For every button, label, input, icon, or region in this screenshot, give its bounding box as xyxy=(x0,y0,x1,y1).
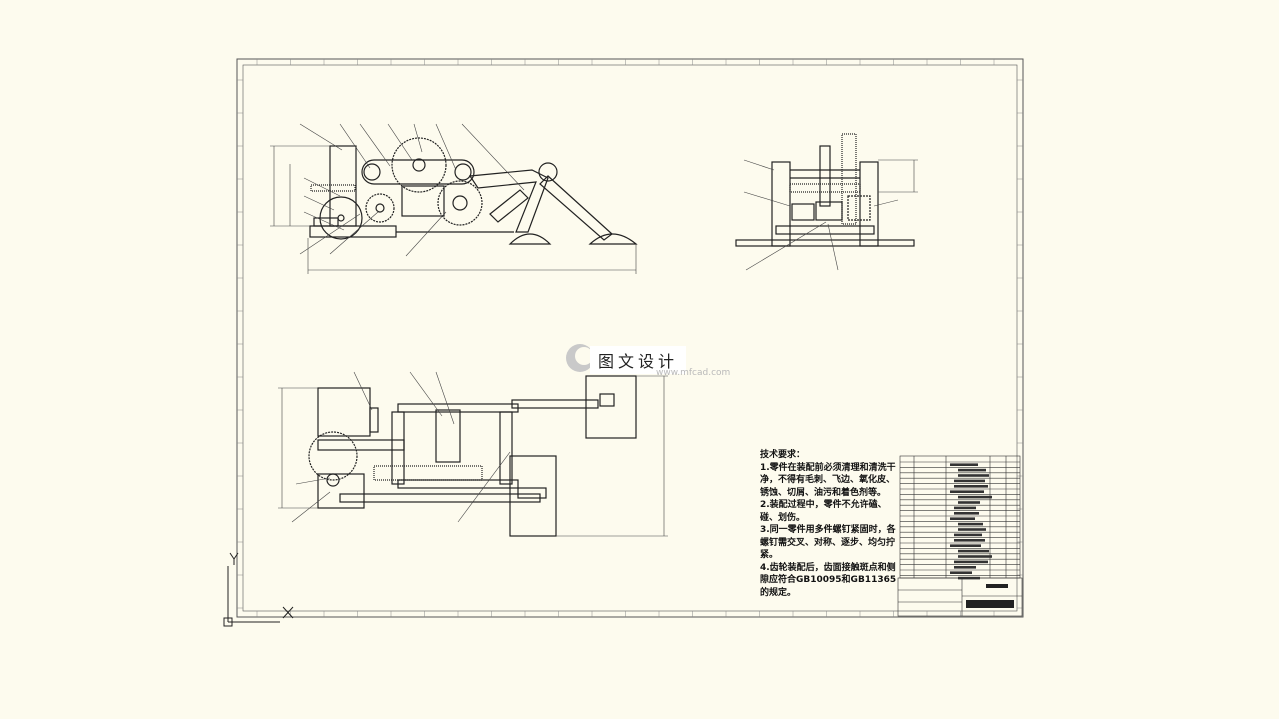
bom-cell-mark xyxy=(954,566,976,569)
note-item: 2.装配过程中，零件不允许磕、碰、划伤。 xyxy=(760,500,887,523)
top-view xyxy=(308,375,637,537)
bill-of-materials xyxy=(899,455,1021,580)
bom-cell-mark xyxy=(954,533,982,537)
drawing-frame xyxy=(236,58,1024,618)
note-item: 3.同一零件用多件螺钉紧固时，各螺钉需交叉、对称、逐步、均匀拧紧。 xyxy=(760,525,896,560)
ucs-axis-icon xyxy=(223,552,294,627)
bom-cell-mark xyxy=(954,485,988,488)
side-view-dimensions xyxy=(743,159,918,271)
watermark-url: www.mfcad.com xyxy=(656,368,731,378)
bom-cell-mark xyxy=(958,474,989,477)
title-block xyxy=(897,577,1023,617)
bom-cell-mark xyxy=(958,501,980,504)
watermark-badge: 图文设计 xyxy=(590,346,687,374)
frame-zone-ticks xyxy=(237,59,1023,617)
note-item: 1.零件在装配前必须清理和清洗干净，不得有毛刺、飞边、氧化皮、锈蚀、切屑、油污和… xyxy=(760,462,896,498)
bom-cell-mark xyxy=(958,522,983,526)
front-view xyxy=(309,137,638,245)
bom-cell-mark xyxy=(958,549,989,553)
bom-cell-mark xyxy=(950,490,984,493)
bom-cell-mark xyxy=(950,463,978,466)
bom-cell-mark xyxy=(950,517,975,520)
note-item: 4.齿轮装配后，齿面接触斑点和侧隙应符合GB10095和GB11365的规定。 xyxy=(760,562,897,598)
bom-cell-mark xyxy=(954,479,985,483)
bom-cell-mark xyxy=(950,544,981,547)
side-view xyxy=(735,133,915,247)
top-view-dimensions xyxy=(278,371,668,537)
notes-title: 技术要求： xyxy=(760,450,806,460)
bom-cell-mark xyxy=(954,512,979,515)
bom-cell-mark xyxy=(950,571,972,574)
bom-cell-mark xyxy=(958,495,992,499)
bom-cell-mark xyxy=(954,506,976,510)
bom-cell-mark xyxy=(958,468,986,472)
watermark: 图文设计 www.mfcad.com xyxy=(558,336,731,382)
bom-cell-mark xyxy=(958,555,992,558)
watermark-logo-icon xyxy=(566,344,594,372)
bom-cell-mark xyxy=(954,560,988,564)
front-view-dimensions xyxy=(270,123,637,274)
bom-cell-mark xyxy=(958,528,986,531)
bom-cell-mark xyxy=(954,539,985,542)
technical-requirements: 技术要求： 1.零件在装配前必须清理和清洗干净，不得有毛刺、飞边、氧化皮、锈蚀、… xyxy=(760,449,900,599)
